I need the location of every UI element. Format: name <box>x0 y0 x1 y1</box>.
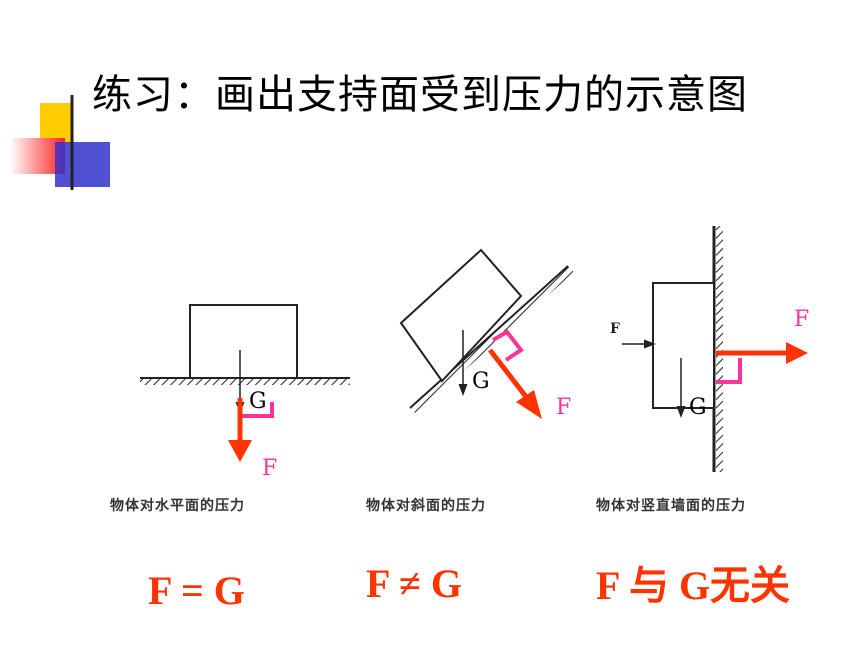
force-label-3: F <box>794 307 809 332</box>
caption-wall: 物体对竖直墙面的压力 <box>596 498 746 514</box>
panel-wall: F G F <box>610 226 809 472</box>
right-angle-mark-3 <box>716 358 742 384</box>
block-wall <box>652 282 715 409</box>
result-wall: F 与 G无关 <box>596 563 791 608</box>
pressure-diagrams: G F G F F G F <box>140 226 809 481</box>
incline-hatch <box>410 266 574 414</box>
force-label-1: F <box>262 456 277 481</box>
panel-horizontal: G F <box>140 304 350 481</box>
force-arrowhead-1 <box>228 440 252 462</box>
force-arrowhead-2 <box>516 390 542 419</box>
block-incline <box>399 248 523 383</box>
deco-yellow-square <box>40 103 72 143</box>
right-angle-mark-1 <box>240 402 274 418</box>
header-decoration <box>10 95 840 190</box>
result-horizontal: F = G <box>148 568 245 613</box>
page-title: 练习：画出支持面受到压力的示意图 <box>92 72 748 118</box>
result-incline: F ≠ G <box>366 561 463 606</box>
block-horizontal <box>189 304 298 379</box>
caption-horizontal: 物体对水平面的压力 <box>110 498 245 514</box>
gravity-label-3: G <box>689 395 707 420</box>
caption-incline: 物体对斜面的压力 <box>366 498 486 514</box>
force-arrowhead-3 <box>786 342 808 364</box>
force-label-2: F <box>556 395 571 420</box>
deco-blue-square <box>55 142 110 187</box>
force-arrow-2 <box>488 348 529 400</box>
ground-hatch <box>140 379 350 385</box>
gravity-label-2: G <box>472 369 490 394</box>
push-force-label: F <box>610 321 620 337</box>
gravity-label-1: G <box>249 389 267 414</box>
panel-incline: G F <box>399 248 574 420</box>
right-angle-mark-2 <box>492 329 524 362</box>
wall-hatch <box>716 226 723 472</box>
